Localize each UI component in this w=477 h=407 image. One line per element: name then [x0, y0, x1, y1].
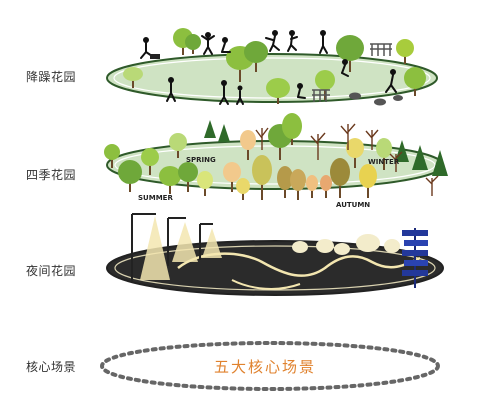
glowing-lanterns: [292, 234, 400, 255]
core-scenes-dashed-ring: [100, 341, 440, 391]
four-seasons-conifers: [204, 120, 448, 176]
healing-garden-people: [140, 30, 397, 105]
signpost: [402, 228, 428, 288]
four-seasons-garden-layer: SPRING SUMMER AUTUMN WINTER: [104, 113, 448, 209]
four-seasons-labels: SPRING SUMMER AUTUMN WINTER: [138, 156, 400, 209]
season-spring: SPRING: [186, 156, 216, 164]
night-garden-path: [177, 252, 421, 277]
four-seasons-trees: [104, 113, 392, 200]
street-lamps: [131, 213, 222, 282]
four-seasons-bare-trees: [255, 123, 439, 196]
healing-garden-path: [113, 57, 431, 99]
label-four-seasons-garden: 四季花园: [26, 168, 77, 182]
label-healing-garden: 降躁花园: [26, 70, 77, 84]
healing-garden-layer: [106, 28, 438, 106]
label-core-scenes: 核心场景: [26, 360, 77, 374]
label-night-garden: 夜间花园: [26, 264, 77, 278]
healing-garden-rocks: [150, 54, 403, 106]
healing-garden-trees: [123, 28, 426, 104]
core-scenes-caption: 五大核心场景: [213, 358, 316, 376]
night-garden-path-branch: [231, 279, 301, 290]
season-autumn: AUTUMN: [336, 201, 370, 209]
season-winter: WINTER: [368, 158, 400, 166]
healing-garden-benches: [312, 43, 392, 102]
core-scenes-layer: [100, 341, 440, 391]
season-summer: SUMMER: [138, 194, 173, 202]
healing-garden-platform: [106, 53, 438, 103]
night-garden-ring: [114, 245, 436, 291]
night-garden-layer: [106, 213, 444, 296]
